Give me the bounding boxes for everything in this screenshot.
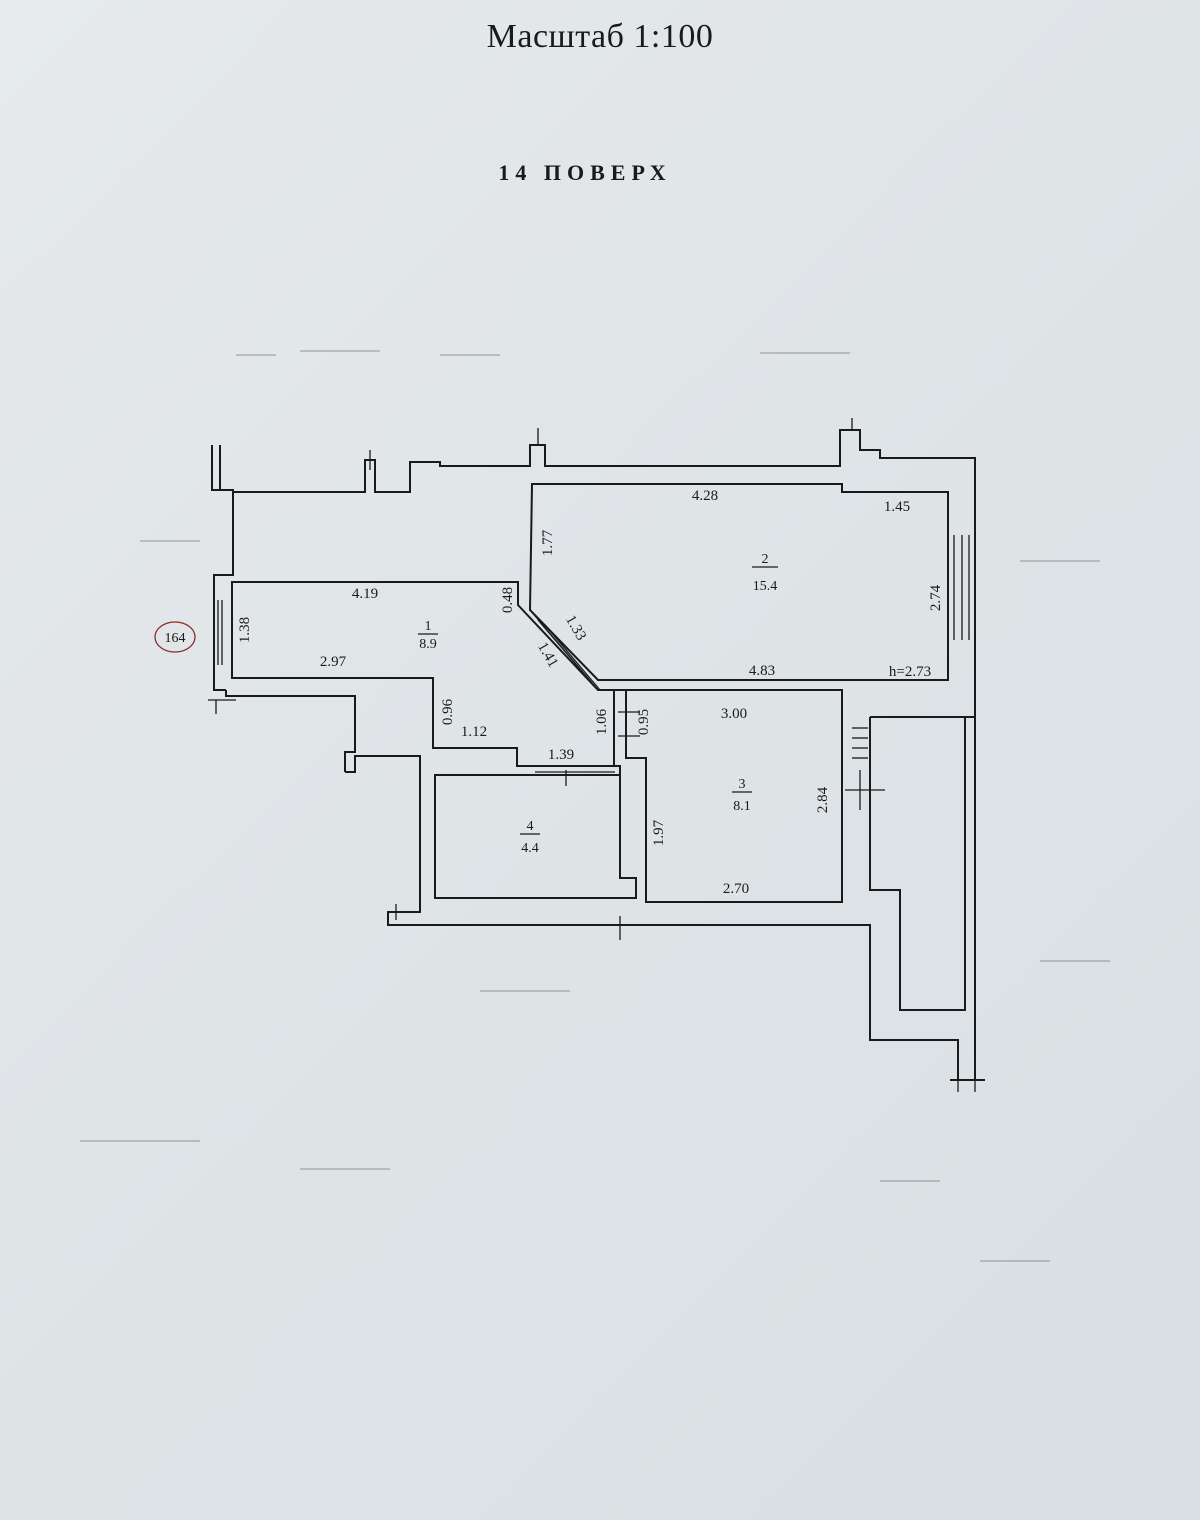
door-room-4 <box>535 765 615 786</box>
dim-r4-top: 1.39 <box>548 747 574 763</box>
dim-r1-right-short: 0.48 <box>500 587 516 613</box>
room-labels: 1 8.9 2 15.4 3 8.1 4 4.4 <box>418 552 778 856</box>
room-2-area: 15.4 <box>753 579 778 594</box>
outer-walls <box>208 418 985 1092</box>
window-room-2 <box>953 535 970 640</box>
dim-r3-top: 3.00 <box>721 706 747 722</box>
floor-label: 14 ПОВЕРХ <box>498 160 672 185</box>
room-2 <box>528 483 949 681</box>
room-1-number: 1 <box>425 619 432 634</box>
room-1-area: 8.9 <box>419 637 437 652</box>
dim-r3-left-top: 0.95 <box>636 709 652 735</box>
dim-r2-left: 1.77 <box>540 529 556 556</box>
dimension-labels: 4.19 1.38 2.97 0.48 1.33 1.41 0.96 1.12 … <box>237 488 944 897</box>
dim-r3-right: 2.84 <box>815 786 831 813</box>
dim-r2-top-right: 1.45 <box>884 499 910 515</box>
dim-r1-top: 4.19 <box>352 586 378 602</box>
room-4 <box>434 774 637 899</box>
door-diagonal <box>529 609 601 691</box>
room-3-area: 8.1 <box>733 799 751 814</box>
building-number-marker: 164 <box>154 621 196 653</box>
room-3-number: 3 <box>739 777 746 792</box>
scale-title: Масштаб 1:100 <box>486 18 714 55</box>
dim-r2-bottom: 4.83 <box>749 663 775 679</box>
dim-r3-left: 1.97 <box>651 819 667 846</box>
room-1 <box>231 581 615 767</box>
window-room-1 <box>217 600 223 665</box>
dim-corridor-bottom: 1.12 <box>461 724 487 740</box>
window-room-3 <box>845 727 885 810</box>
dim-corridor-left: 0.96 <box>440 698 456 725</box>
dim-r1-bottom: 2.97 <box>320 654 347 670</box>
dim-r2-right: 2.74 <box>928 584 944 611</box>
building-number: 164 <box>165 631 186 646</box>
dim-r3-bottom: 2.70 <box>723 881 749 897</box>
dim-r1-left: 1.38 <box>237 617 253 643</box>
room-2-number: 2 <box>762 552 769 567</box>
paper-texture <box>80 350 1110 1262</box>
room-4-number: 4 <box>527 819 534 834</box>
dim-r2-top: 4.28 <box>692 488 718 504</box>
dim-corridor-right: 1.06 <box>594 708 610 735</box>
dim-diag-inner: 1.41 <box>534 640 561 671</box>
room-4-area: 4.4 <box>521 841 539 856</box>
ceiling-height: h=2.73 <box>889 664 931 680</box>
dim-diag-outer: 1.33 <box>562 613 589 644</box>
room-3 <box>625 689 843 903</box>
